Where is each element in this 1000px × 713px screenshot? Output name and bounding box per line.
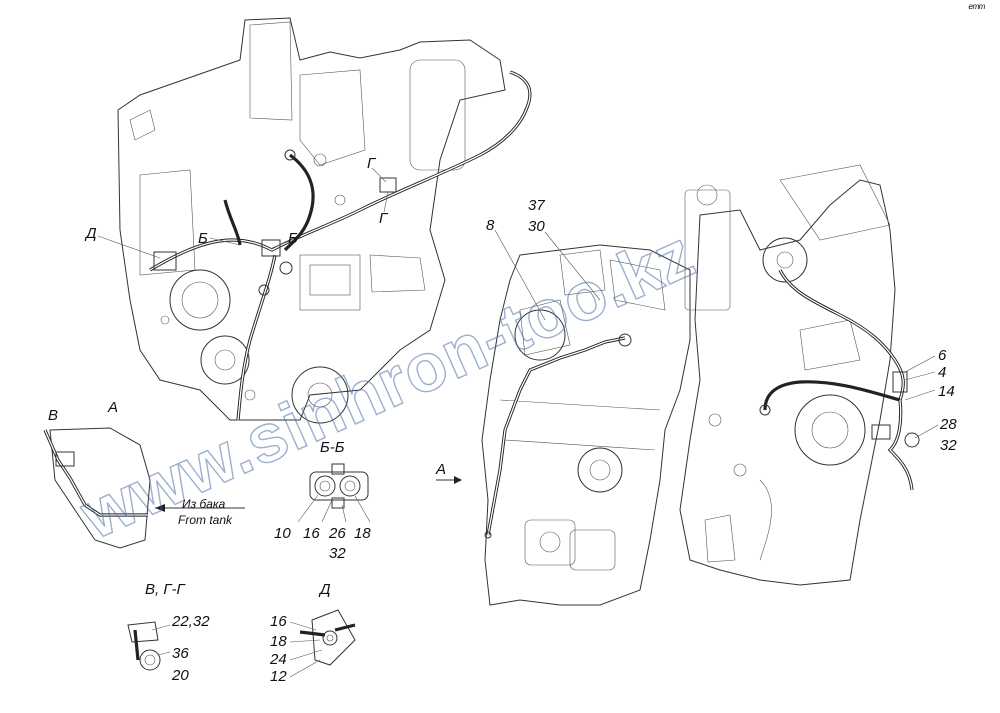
callout-14: 14	[938, 383, 955, 400]
callout-30: 30	[528, 218, 545, 235]
label-g2: Г	[379, 210, 389, 227]
callout-36: 36	[172, 645, 189, 662]
callout-28: 28	[939, 416, 957, 433]
label-vgg: В, Г-Г	[145, 581, 186, 598]
from-tank-ru: Из бака	[182, 497, 226, 511]
watermark-text: www.sinhron-too.kz	[69, 215, 705, 554]
engine-left-outline	[117, 17, 506, 424]
fuel-pipe-left	[149, 70, 532, 421]
view-a-detail	[43, 427, 245, 549]
label-d-view: Д	[318, 581, 331, 598]
callout-24-d: 24	[269, 651, 287, 668]
engine-middle-outline	[481, 244, 691, 606]
callout-16: 16	[303, 525, 320, 542]
label-b1: Б	[198, 230, 208, 247]
label-a-arrow: А	[435, 461, 446, 478]
callout-22-32: 22,32	[171, 613, 210, 630]
fuel-pipe-middle	[484, 229, 632, 539]
callout-6: 6	[938, 347, 947, 364]
callout-4: 4	[938, 364, 946, 381]
view-bb-clamp	[297, 463, 371, 523]
label-d: Д	[84, 225, 97, 242]
callout-32-bb: 32	[329, 545, 346, 562]
label-bb: Б-Б	[320, 439, 345, 456]
callout-32-right: 32	[940, 437, 957, 454]
callout-20: 20	[171, 667, 189, 684]
label-g1: Г	[367, 155, 377, 172]
callout-18-d: 18	[270, 633, 287, 650]
callout-37: 37	[528, 197, 545, 214]
engine-right-outline	[679, 164, 896, 586]
callout-10: 10	[274, 525, 291, 542]
leaders-left	[97, 167, 389, 259]
callout-16-d: 16	[270, 613, 287, 630]
callout-26: 26	[328, 525, 346, 542]
callout-12-d: 12	[270, 668, 287, 685]
from-tank-en: From tank	[178, 513, 233, 527]
label-view-a: А	[107, 399, 118, 416]
callout-8: 8	[486, 217, 495, 234]
view-vgg-clamp	[127, 621, 171, 671]
fuel-pipe-right	[759, 269, 939, 491]
label-b2: Б	[288, 230, 298, 247]
label-v: В	[48, 407, 58, 424]
corner-mark: ᵉᵐᵐ	[968, 1, 986, 15]
view-d-clamp	[289, 609, 356, 678]
callout-18: 18	[354, 525, 371, 542]
arrow-a-head	[454, 476, 462, 484]
